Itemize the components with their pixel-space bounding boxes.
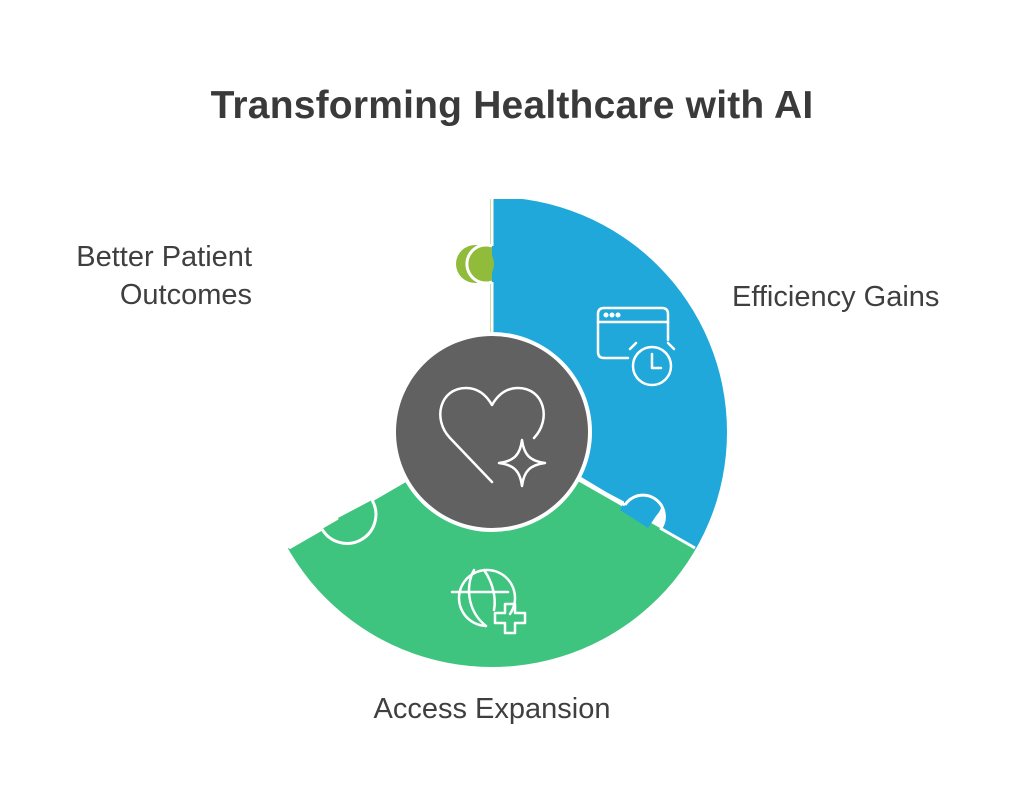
heart-sparkle-icon: [439, 386, 547, 488]
label-better-patient-outcomes: Better Patient Outcomes: [20, 238, 252, 314]
label-line: Better Patient: [76, 241, 252, 273]
diagram-title: Transforming Healthcare with AI: [210, 84, 814, 127]
heart-check-icon: [309, 319, 384, 380]
puzzle-knob-top: [456, 245, 494, 283]
label-access-expansion: Access Expansion: [0, 690, 984, 728]
label-line: Access Expansion: [373, 693, 611, 725]
browser-clock-icon: [596, 306, 676, 387]
globe-plus-icon: [450, 568, 527, 635]
label-line: Efficiency Gains: [732, 281, 940, 313]
label-line: Outcomes: [119, 279, 252, 311]
label-efficiency-gains: Efficiency Gains: [732, 278, 1012, 316]
puzzle-knob-left: [336, 500, 382, 551]
center-circle: [396, 336, 588, 528]
